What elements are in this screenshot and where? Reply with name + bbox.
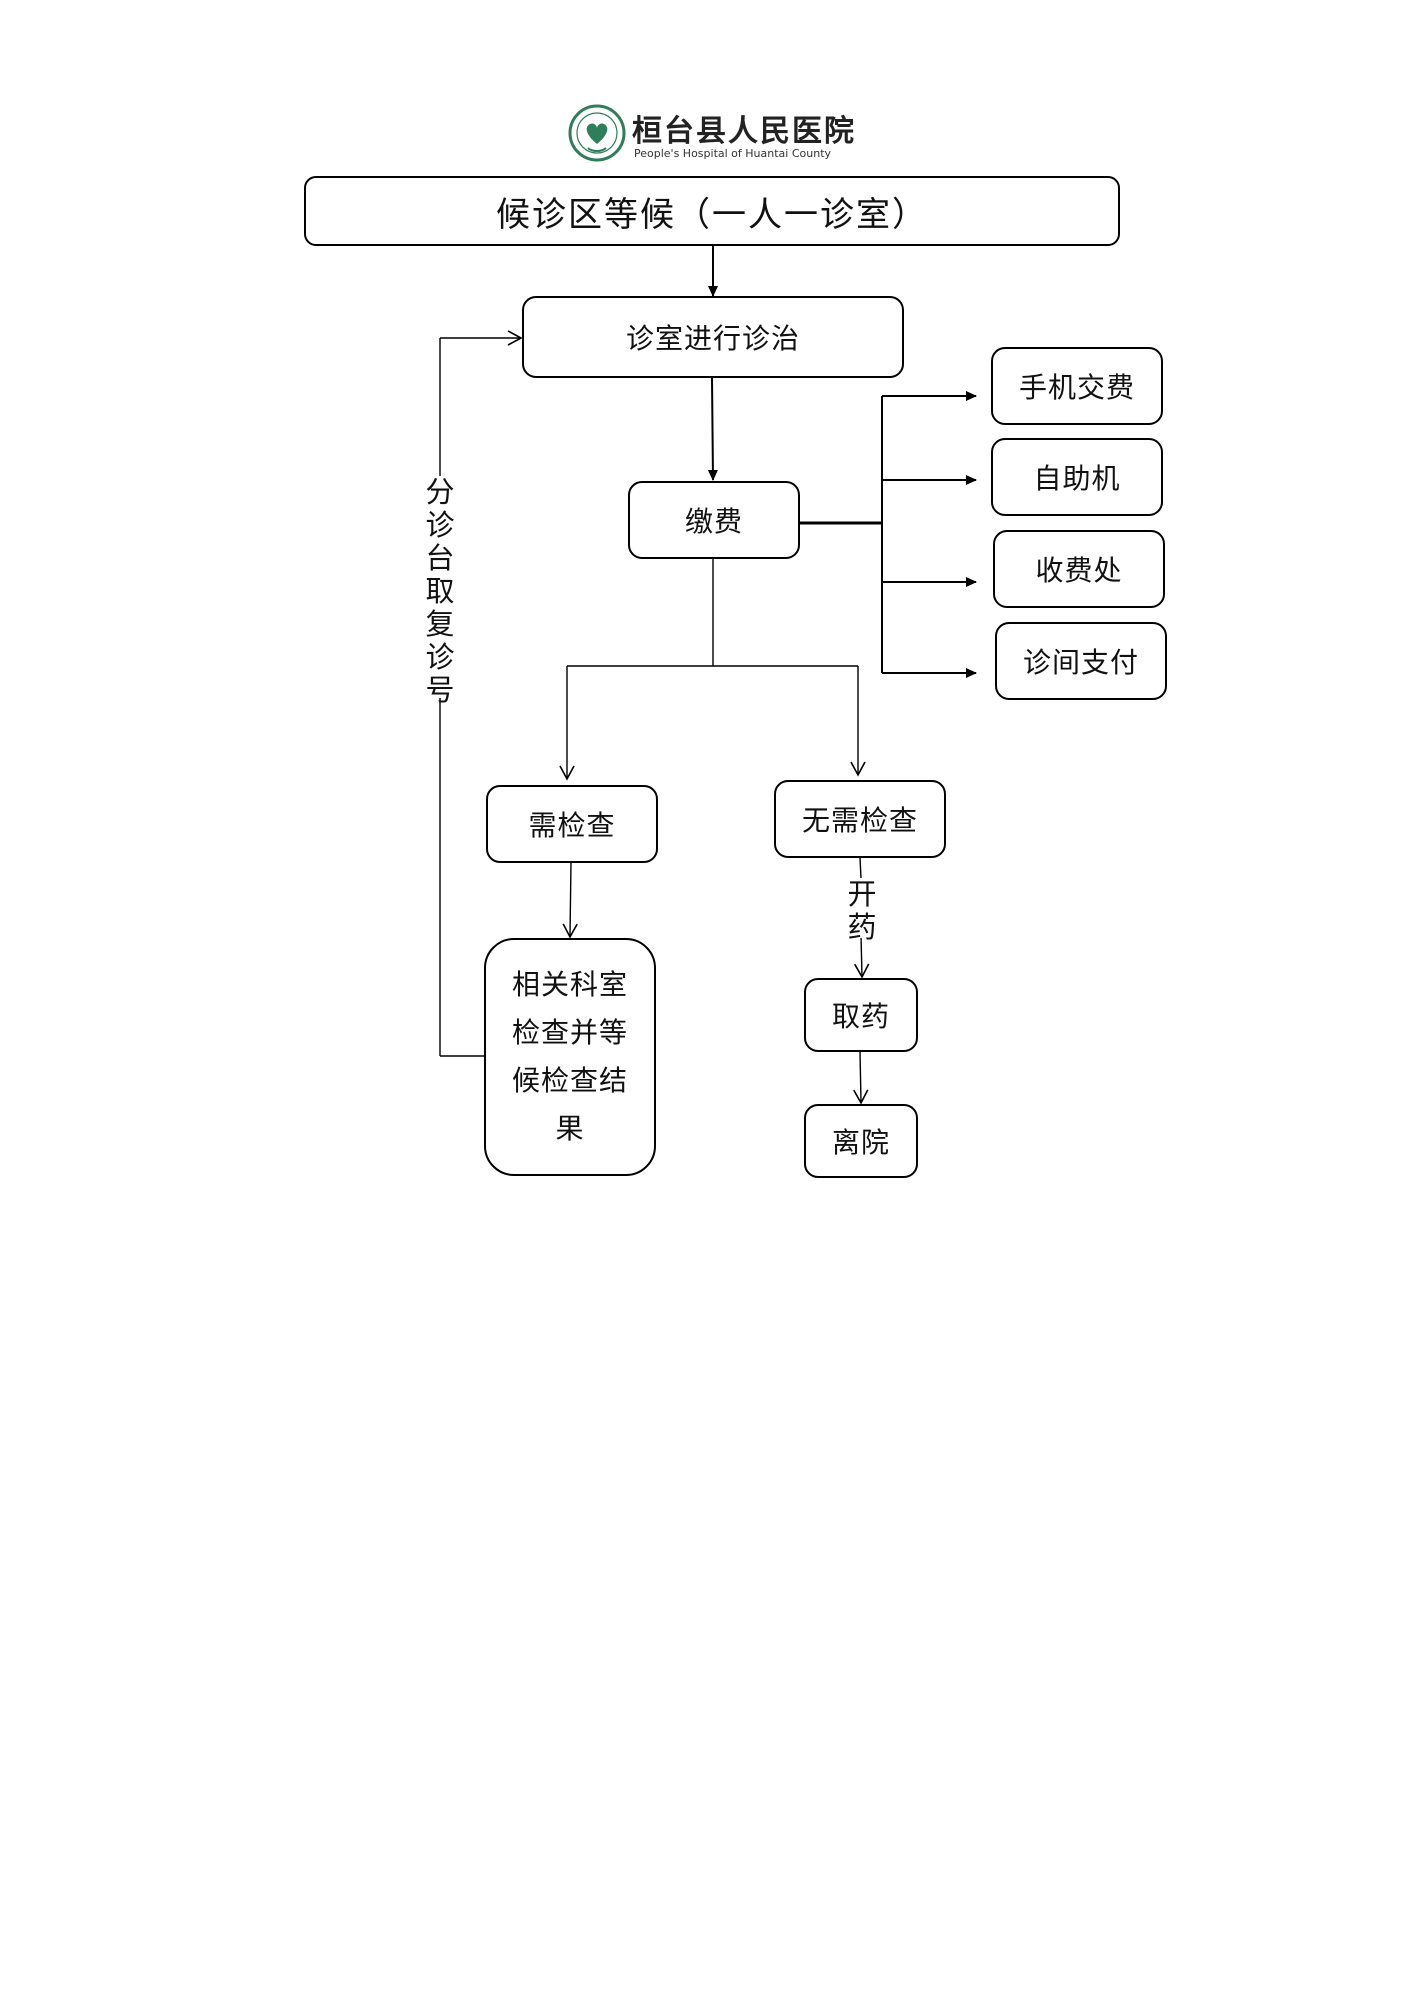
step-dept-exam: 相关科室 检查并等 候检查结 果	[484, 938, 656, 1176]
connector-exam-to-dept	[562, 861, 578, 939]
connector-noexam-to-medicine	[854, 857, 870, 979]
pay-option-cashier: 收费处	[993, 530, 1165, 608]
pay-option-mobile: 手机交费	[991, 347, 1163, 425]
step-get-medicine: 取药	[804, 978, 918, 1052]
label-prescribe: 开药	[845, 878, 879, 944]
connector-medicine-to-leave	[853, 1051, 869, 1105]
step-payment: 缴费	[628, 481, 800, 559]
dept-exam-line-2: 检查并等	[511, 1016, 628, 1049]
dept-exam-line-1: 相关科室	[511, 968, 628, 1001]
connector-consult-to-payment	[707, 377, 718, 481]
step-need-exam: 需检查	[486, 785, 658, 863]
label-return-visit: 分诊台取复诊号	[423, 476, 457, 707]
pay-option-clinic: 诊间支付	[995, 622, 1167, 700]
dept-exam-line-4: 果	[555, 1112, 585, 1145]
step-leave: 离院	[804, 1104, 918, 1178]
hospital-name: 桓台县人民医院	[632, 114, 856, 149]
dept-exam-line-3: 候检查结	[511, 1064, 628, 1097]
hospital-logo-icon	[568, 104, 626, 162]
connector-payment-to-options	[798, 391, 977, 678]
connector-payment-split	[559, 558, 866, 781]
step-no-exam: 无需检查	[774, 780, 946, 858]
pay-option-kiosk: 自助机	[991, 438, 1163, 516]
step-consult: 诊室进行诊治	[522, 296, 904, 378]
hospital-name-english: People's Hospital of Huantai County	[634, 147, 832, 160]
step-waiting: 候诊区等候（一人一诊室）	[304, 176, 1120, 246]
